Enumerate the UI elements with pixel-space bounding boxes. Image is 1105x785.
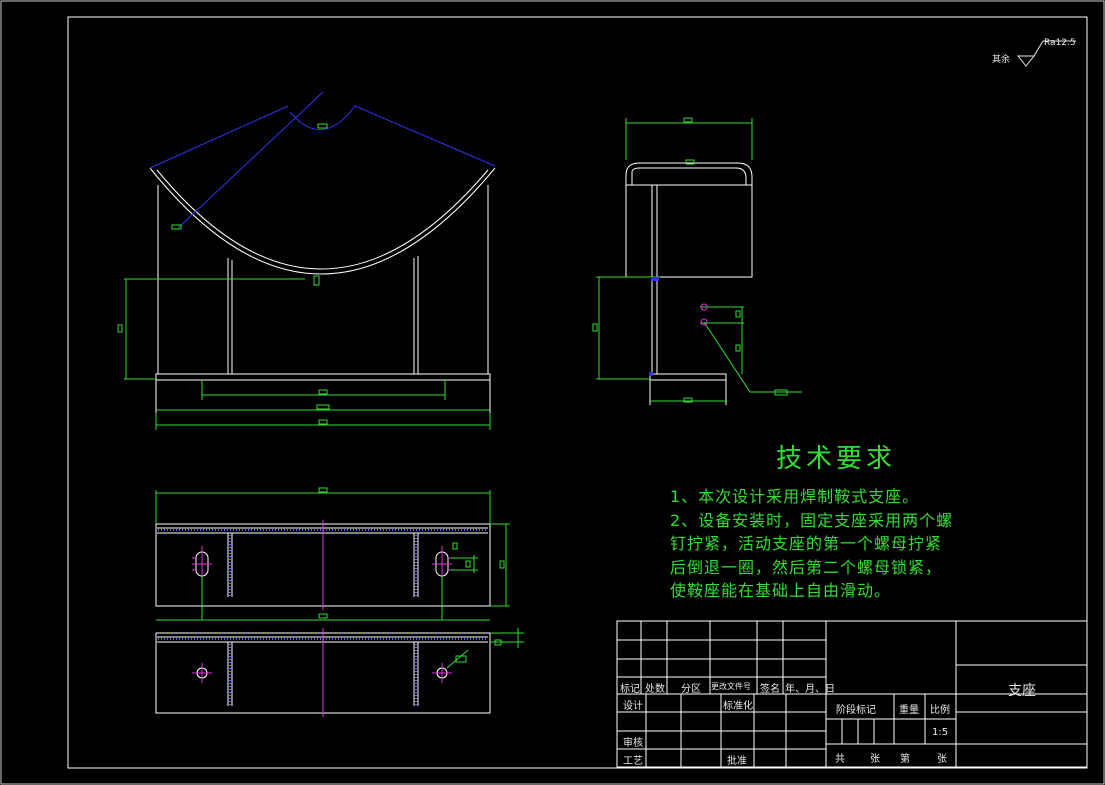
tb-approve: 批准 bbox=[727, 756, 747, 767]
notes-line-2: 2、设备安装时，固定支座采用两个螺 bbox=[670, 510, 954, 530]
tb-sheets-2: 张 bbox=[937, 754, 947, 765]
notes-line-4: 后倒退一圈，然后第二个螺母锁紧， bbox=[670, 557, 943, 577]
tb-process: 工艺 bbox=[623, 756, 643, 767]
side-view-blue bbox=[649, 277, 659, 376]
tb-scale-label: 比例 bbox=[930, 705, 950, 716]
tb-review: 审核 bbox=[623, 738, 643, 749]
side-view-markers bbox=[700, 303, 708, 326]
tb-change-doc: 更改文件号 bbox=[711, 682, 751, 691]
tb-sheet-no: 第 bbox=[900, 754, 910, 765]
top-view-2-dims bbox=[156, 613, 524, 669]
tb-zone: 分区 bbox=[681, 684, 701, 695]
tb-standardization: 标准化 bbox=[723, 701, 753, 712]
front-view-dims bbox=[117, 123, 491, 430]
tb-date: 年、月、日 bbox=[785, 684, 835, 695]
top-view-1-dims bbox=[155, 487, 510, 620]
title-block-grid bbox=[616, 620, 1088, 768]
front-view bbox=[149, 167, 496, 413]
tb-mark: 标记 bbox=[620, 684, 640, 695]
roughness-value: Ra12.5 bbox=[1044, 38, 1076, 48]
technical-requirements: 技术要求 1、本次设计采用焊制鞍式支座。 2、设备安装时，固定支座采用两个螺 钉… bbox=[670, 438, 953, 603]
tb-signature: 签名 bbox=[760, 684, 780, 695]
tb-sheets: 张 bbox=[870, 754, 880, 765]
roughness-symbol bbox=[1016, 40, 1076, 67]
notes-line-5: 使鞍座能在基础上自由滑动。 bbox=[670, 581, 892, 600]
top-view-2-center bbox=[192, 628, 452, 717]
tb-stage-mark: 阶段标记 bbox=[836, 705, 876, 716]
drawing-frame bbox=[67, 16, 1088, 769]
side-view-dims bbox=[592, 117, 802, 403]
tb-count: 处数 bbox=[645, 684, 665, 695]
roughness-label: 其余 bbox=[992, 55, 1011, 65]
tb-scale: 1:5 bbox=[932, 727, 949, 738]
notes-line-3: 钉拧紧，活动支座的第一个螺母拧紧 bbox=[670, 534, 943, 553]
notes-line-1: 1、本次设计采用焊制鞍式支座。 bbox=[670, 487, 920, 506]
tb-weight: 重量 bbox=[899, 705, 919, 716]
tb-design: 设计 bbox=[623, 701, 643, 712]
part-name: 支座 bbox=[1008, 683, 1036, 699]
front-view-leaders bbox=[149, 91, 496, 229]
side-view bbox=[625, 162, 753, 405]
notes-title: 技术要求 bbox=[776, 444, 897, 474]
tb-total: 共 bbox=[835, 754, 845, 765]
